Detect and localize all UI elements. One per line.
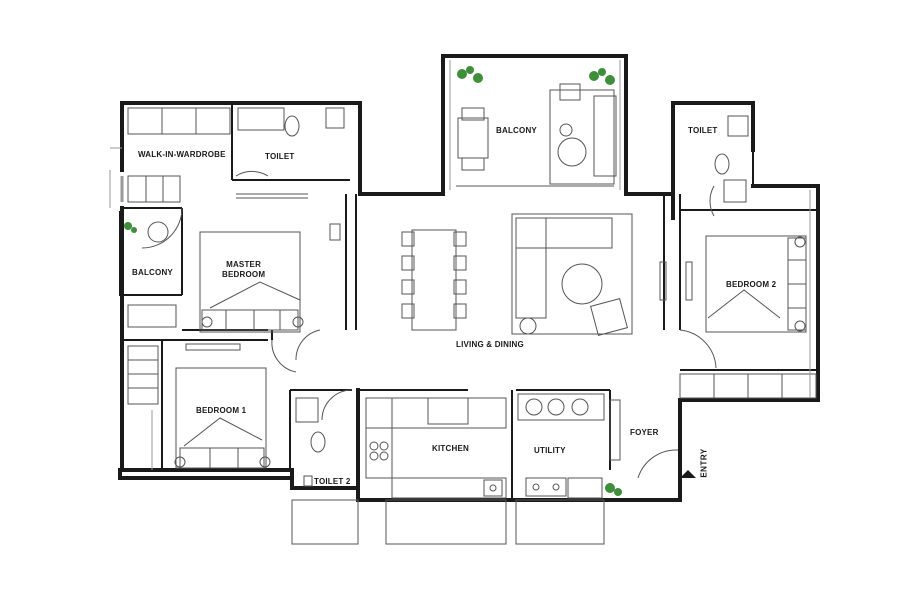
label-toilet-right: TOILET (688, 126, 718, 135)
windows (109, 60, 811, 470)
label-walk-in-wardrobe: WALK-IN-WARDROBE (138, 150, 226, 159)
label-balcony-left: BALCONY (132, 268, 173, 277)
label-utility: UTILITY (534, 446, 566, 455)
plants (124, 66, 622, 496)
label-master-line1: MASTER (226, 260, 262, 269)
label-living-dining: LIVING & DINING (456, 340, 524, 349)
label-toilet-master: TOILET (265, 152, 295, 161)
interior-walls (122, 103, 818, 500)
label-bedroom-2: BEDROOM 2 (726, 280, 777, 289)
label-master-line2: BEDROOM (222, 270, 266, 279)
label-toilet-2: TOILET 2 (314, 477, 351, 486)
entry-arrow-icon (680, 470, 696, 478)
label-bedroom-1: BEDROOM 1 (196, 406, 247, 415)
label-balcony-top: BALCONY (496, 126, 537, 135)
label-foyer: FOYER (630, 428, 659, 437)
label-master-bedroom: MASTER BEDROOM (222, 260, 265, 280)
label-kitchen: KITCHEN (432, 444, 469, 453)
fixtures (127, 83, 817, 545)
label-entry: ENTRY (699, 448, 709, 478)
